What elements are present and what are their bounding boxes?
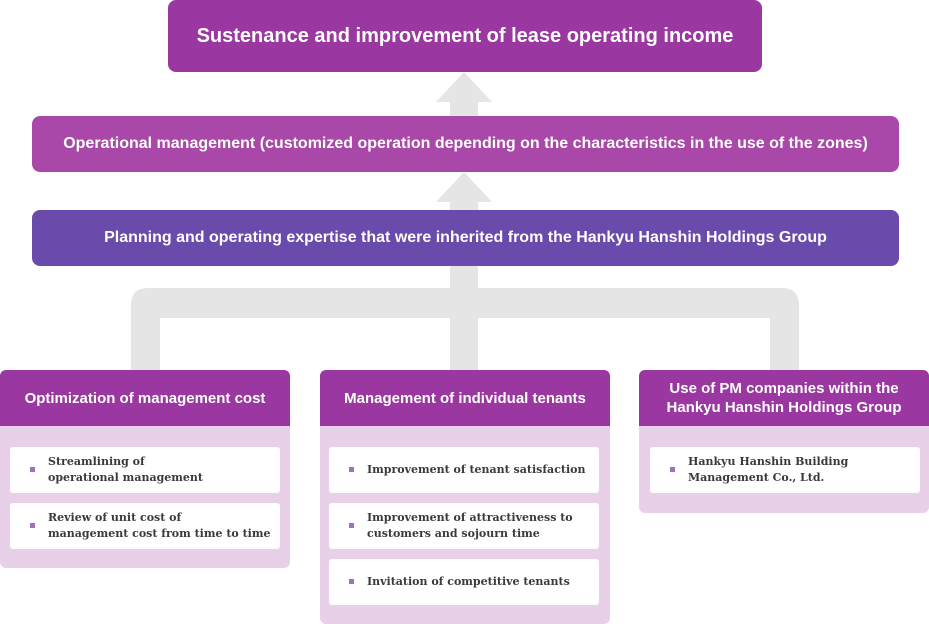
list-item: Improvement of attractiveness to custome… [329, 503, 599, 549]
column-pm-companies-title: Use of PM companies within the Hankyu Ha… [666, 380, 902, 416]
list-item-text: Invitation of competitive tenants [367, 575, 570, 588]
list-item: Streamlining of operational management [10, 447, 280, 493]
bracket-connector [131, 288, 799, 428]
bullet-icon [30, 523, 35, 528]
list-item-text: Improvement of attractiveness to custome… [367, 511, 573, 540]
bullet-icon [670, 467, 675, 472]
list-item-text: Review of unit cost of management cost f… [48, 511, 271, 540]
planning-expertise-box: Planning and operating expertise that we… [32, 210, 899, 266]
list-item: Improvement of tenant satisfaction [329, 447, 599, 493]
column-individual-tenants-title: Management of individual tenants [344, 389, 586, 407]
lease-income-goal-box: Sustenance and improvement of lease oper… [168, 0, 762, 72]
operational-management-box: Operational management (customized opera… [32, 116, 899, 172]
column-pm-companies-header: Use of PM companies within the Hankyu Ha… [639, 370, 929, 426]
planning-expertise-title: Planning and operating expertise that we… [104, 229, 827, 246]
bullet-icon [349, 467, 354, 472]
list-item-text: Streamlining of operational management [48, 455, 203, 484]
bullet-icon [30, 467, 35, 472]
arrow-up-ops [436, 172, 492, 210]
list-item-text: Improvement of tenant satisfaction [367, 463, 586, 476]
list-item: Review of unit cost of management cost f… [10, 503, 280, 549]
list-item: Invitation of competitive tenants [329, 559, 599, 605]
list-item-text: Hankyu Hanshin Building Management Co., … [688, 455, 849, 484]
bullet-icon [349, 579, 354, 584]
column-management-cost-title: Optimization of management cost [24, 389, 266, 407]
column-individual-tenants-header: Management of individual tenants [320, 370, 610, 426]
operational-management-title: Operational management (customized opera… [63, 135, 868, 152]
arrow-up-top [436, 72, 492, 116]
stem-center [450, 266, 478, 288]
bullet-icon [349, 523, 354, 528]
column-management-cost-header: Optimization of management cost [0, 370, 290, 426]
lease-income-goal-title: Sustenance and improvement of lease oper… [196, 24, 734, 47]
list-item: Hankyu Hanshin Building Management Co., … [650, 447, 920, 493]
